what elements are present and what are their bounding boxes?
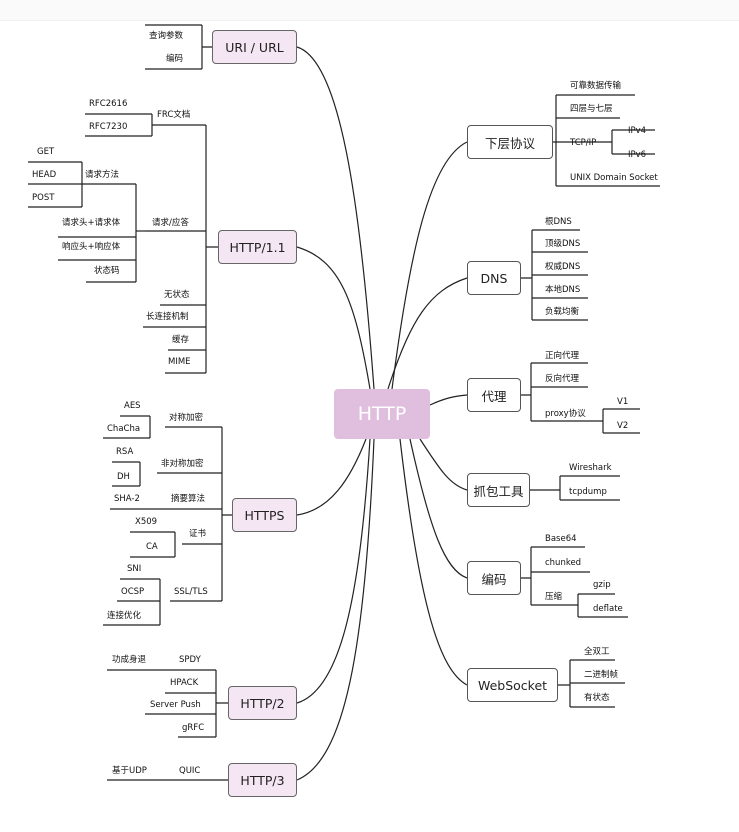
leaf-rfc7230[interactable]: RFC7230 — [89, 122, 128, 132]
leaf-asymmetric[interactable]: 非对称加密 — [161, 459, 204, 469]
leaf-wireshark[interactable]: Wireshark — [569, 463, 612, 473]
leaf-dh[interactable]: DH — [117, 472, 130, 482]
leaf-tcpdump[interactable]: tcpdump — [569, 487, 607, 497]
branch-proxy[interactable]: 代理 — [467, 378, 521, 412]
leaf-ca[interactable]: CA — [146, 542, 158, 552]
leaf-tcpip[interactable]: TCP/IP — [570, 138, 597, 148]
leaf-head[interactable]: HEAD — [32, 170, 57, 180]
leaf-stateless[interactable]: 无状态 — [164, 290, 190, 300]
leaf-proxy-protocol[interactable]: proxy协议 — [545, 409, 586, 419]
leaf-compression[interactable]: 压缩 — [545, 592, 563, 602]
leaf-udp[interactable]: 基于UDP — [112, 766, 147, 776]
leaf-v2[interactable]: V2 — [617, 421, 629, 431]
leaf-conn-optimize[interactable]: 连接优化 — [107, 611, 142, 621]
leaf-frc-doc[interactable]: FRC文档 — [157, 110, 191, 120]
leaf-reliable-transfer[interactable]: 可靠数据传输 — [570, 81, 622, 91]
leaf-grfc[interactable]: gRFC — [182, 723, 205, 733]
leaf-gzip[interactable]: gzip — [593, 580, 611, 590]
leaf-aes[interactable]: AES — [124, 401, 141, 411]
leaf-ssl-tls[interactable]: SSL/TLS — [174, 587, 208, 597]
leaf-retired[interactable]: 功成身退 — [112, 655, 147, 665]
leaf-full-duplex[interactable]: 全双工 — [584, 647, 610, 657]
branch-https[interactable]: HTTPS — [232, 498, 297, 532]
leaf-chacha[interactable]: ChaCha — [107, 424, 141, 434]
leaf-stateful[interactable]: 有状态 — [584, 693, 610, 703]
leaf-tld-dns[interactable]: 顶级DNS — [545, 239, 581, 249]
root-node-http[interactable]: HTTP — [334, 389, 430, 439]
leaf-keepalive[interactable]: 长连接机制 — [146, 312, 189, 322]
leaf-status-code[interactable]: 状态码 — [94, 266, 120, 276]
top-toolbar-strip — [0, 0, 739, 21]
leaf-hpack[interactable]: HPACK — [170, 678, 199, 688]
branch-http11[interactable]: HTTP/1.1 — [218, 230, 297, 264]
branch-uri-url[interactable]: URI / URL — [212, 30, 297, 64]
leaf-request-response[interactable]: 请求/应答 — [152, 218, 189, 228]
leaf-req-header-body[interactable]: 请求头+请求体 — [62, 218, 121, 228]
leaf-mime[interactable]: MIME — [168, 357, 191, 367]
leaf-local-dns[interactable]: 本地DNS — [545, 285, 581, 295]
leaf-x509[interactable]: X509 — [135, 517, 158, 527]
branch-websocket[interactable]: WebSocket — [467, 668, 558, 702]
leaf-certificate[interactable]: 证书 — [189, 529, 207, 539]
leaf-chunked[interactable]: chunked — [545, 558, 582, 568]
leaf-request-method[interactable]: 请求方法 — [85, 170, 120, 180]
branch-http2[interactable]: HTTP/2 — [228, 686, 297, 720]
leaf-cache[interactable]: 缓存 — [172, 335, 190, 345]
leaf-spdy[interactable]: SPDY — [179, 655, 201, 665]
leaf-ipv6[interactable]: IPv6 — [628, 150, 647, 160]
leaf-binary-frame[interactable]: 二进制帧 — [584, 670, 619, 680]
leaf-v1[interactable]: V1 — [617, 397, 629, 407]
branch-dns[interactable]: DNS — [467, 261, 521, 295]
leaf-rfc2616[interactable]: RFC2616 — [89, 99, 128, 109]
leaf-quic[interactable]: QUIC — [179, 766, 201, 776]
leaf-server-push[interactable]: Server Push — [150, 700, 201, 710]
leaf-resp-header-body[interactable]: 响应头+响应体 — [62, 242, 121, 252]
leaf-forward-proxy[interactable]: 正向代理 — [545, 351, 580, 361]
leaf-query-params[interactable]: 查询参数 — [149, 31, 184, 41]
leaf-sni[interactable]: SNI — [127, 564, 142, 574]
leaf-post[interactable]: POST — [32, 193, 55, 203]
leaf-digest[interactable]: 摘要算法 — [171, 494, 206, 504]
leaf-encode[interactable]: 编码 — [166, 54, 184, 64]
leaf-root-dns[interactable]: 根DNS — [545, 217, 572, 227]
leaf-load-balance[interactable]: 负载均衡 — [545, 307, 580, 317]
leaf-base64[interactable]: Base64 — [545, 534, 577, 544]
leaf-sha2[interactable]: SHA-2 — [114, 494, 140, 504]
leaf-rsa[interactable]: RSA — [116, 447, 134, 457]
branch-capture-tools[interactable]: 抓包工具 — [467, 473, 530, 507]
leaf-ipv4[interactable]: IPv4 — [628, 126, 647, 136]
branch-encoding[interactable]: 编码 — [467, 561, 521, 595]
leaf-reverse-proxy[interactable]: 反向代理 — [545, 374, 580, 384]
leaf-ocsp[interactable]: OCSP — [121, 587, 145, 597]
branch-http3[interactable]: HTTP/3 — [228, 763, 297, 797]
leaf-unix-socket[interactable]: UNIX Domain Socket — [570, 173, 658, 183]
leaf-auth-dns[interactable]: 权威DNS — [545, 262, 581, 272]
leaf-layer4-7[interactable]: 四层与七层 — [570, 104, 613, 114]
leaf-symmetric[interactable]: 对称加密 — [169, 413, 204, 423]
leaf-deflate[interactable]: deflate — [593, 604, 623, 614]
leaf-get[interactable]: GET — [37, 147, 55, 157]
branch-lower-protocol[interactable]: 下层协议 — [467, 125, 553, 159]
